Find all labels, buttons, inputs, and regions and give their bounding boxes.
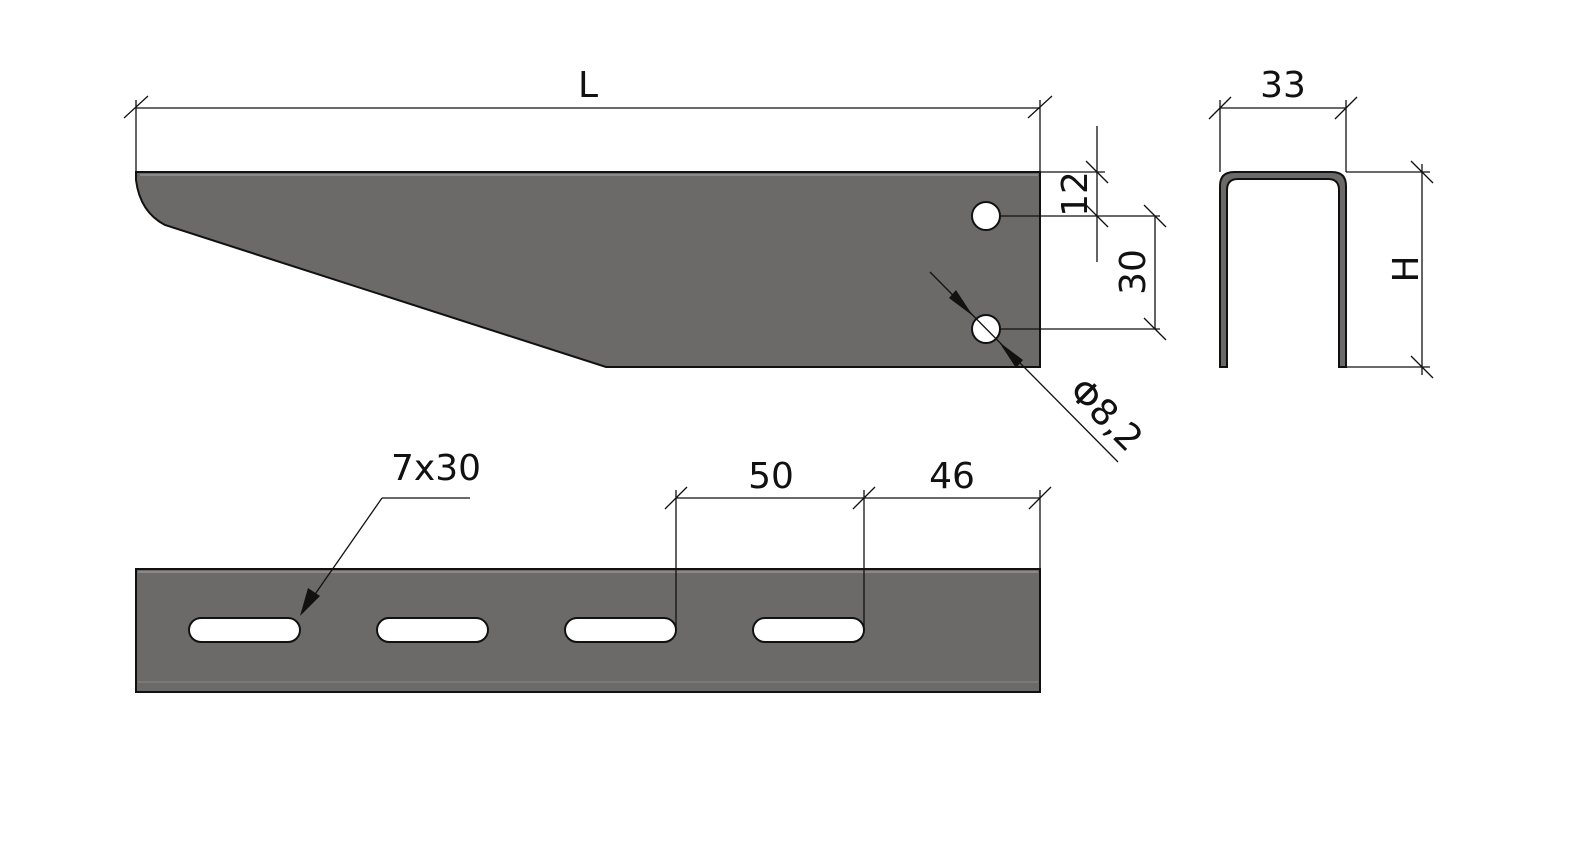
slot-4 <box>752 617 865 643</box>
height-label: H <box>1386 255 1427 282</box>
side-view <box>135 171 1041 368</box>
diameter-arrow-upper <box>949 290 973 316</box>
u-channel-profile <box>1219 171 1347 368</box>
end-view <box>1219 171 1347 368</box>
hole-offset-label: 12 <box>1055 171 1096 217</box>
slot-size-label: 7x30 <box>391 448 481 489</box>
top-view <box>135 568 1041 693</box>
hole-spacing-label: 30 <box>1113 249 1154 295</box>
slot-3 <box>564 617 677 643</box>
width-dimension: 33 <box>1208 65 1358 172</box>
length-label: L <box>578 65 598 106</box>
height-dimension: H <box>1346 160 1434 379</box>
slot-spacing-dimensions: 50 46 <box>664 456 1052 630</box>
mounting-hole-upper <box>971 201 1001 231</box>
hole-offset-dimensions: 12 30 <box>1000 126 1167 341</box>
slot-1 <box>188 617 301 643</box>
length-dimension: L <box>123 65 1053 172</box>
hole-diameter-label: Φ8,2 <box>1061 370 1151 460</box>
slot-leader-arrow <box>300 588 320 616</box>
width-label: 33 <box>1260 65 1306 106</box>
slot-pitch-label: 50 <box>748 456 794 497</box>
slot-2 <box>376 617 489 643</box>
slot-end-offset-label: 46 <box>929 456 975 497</box>
diameter-arrow-lower <box>999 342 1023 368</box>
bracket-side-profile <box>135 171 1041 368</box>
slot-size-callout: 7x30 <box>300 448 481 616</box>
